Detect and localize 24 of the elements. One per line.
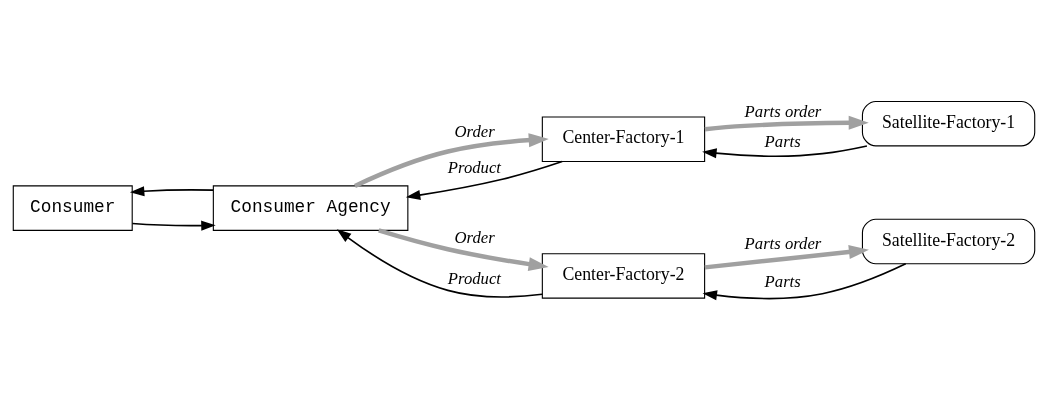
arrow bbox=[131, 220, 216, 231]
edge-label: Parts bbox=[764, 272, 801, 292]
arrow bbox=[129, 186, 214, 197]
arrow bbox=[405, 160, 564, 201]
arrow bbox=[378, 228, 549, 272]
node-box: Center-Factory-2 bbox=[541, 253, 706, 299]
arrow bbox=[702, 145, 868, 159]
edge-label: Parts bbox=[764, 132, 801, 152]
arrow bbox=[336, 229, 544, 298]
edge-label: Parts order bbox=[744, 234, 822, 254]
edge-label: Product bbox=[447, 268, 501, 288]
edge-label: Product bbox=[447, 157, 501, 177]
node-box: Satellite-Factory-2 bbox=[861, 218, 1036, 265]
node-box: Consumer Agency bbox=[212, 185, 409, 231]
arrow bbox=[702, 263, 907, 301]
node-box: Consumer bbox=[12, 185, 133, 231]
arrow bbox=[704, 115, 869, 132]
node-box: Satellite-Factory-1 bbox=[861, 100, 1036, 147]
node-box: Center-Factory-1 bbox=[541, 116, 706, 163]
arrow bbox=[354, 133, 549, 188]
edge-label: Parts order bbox=[744, 102, 822, 122]
edge-label: Order bbox=[454, 122, 495, 142]
arrow bbox=[704, 245, 869, 270]
edge-label: Order bbox=[454, 227, 495, 247]
